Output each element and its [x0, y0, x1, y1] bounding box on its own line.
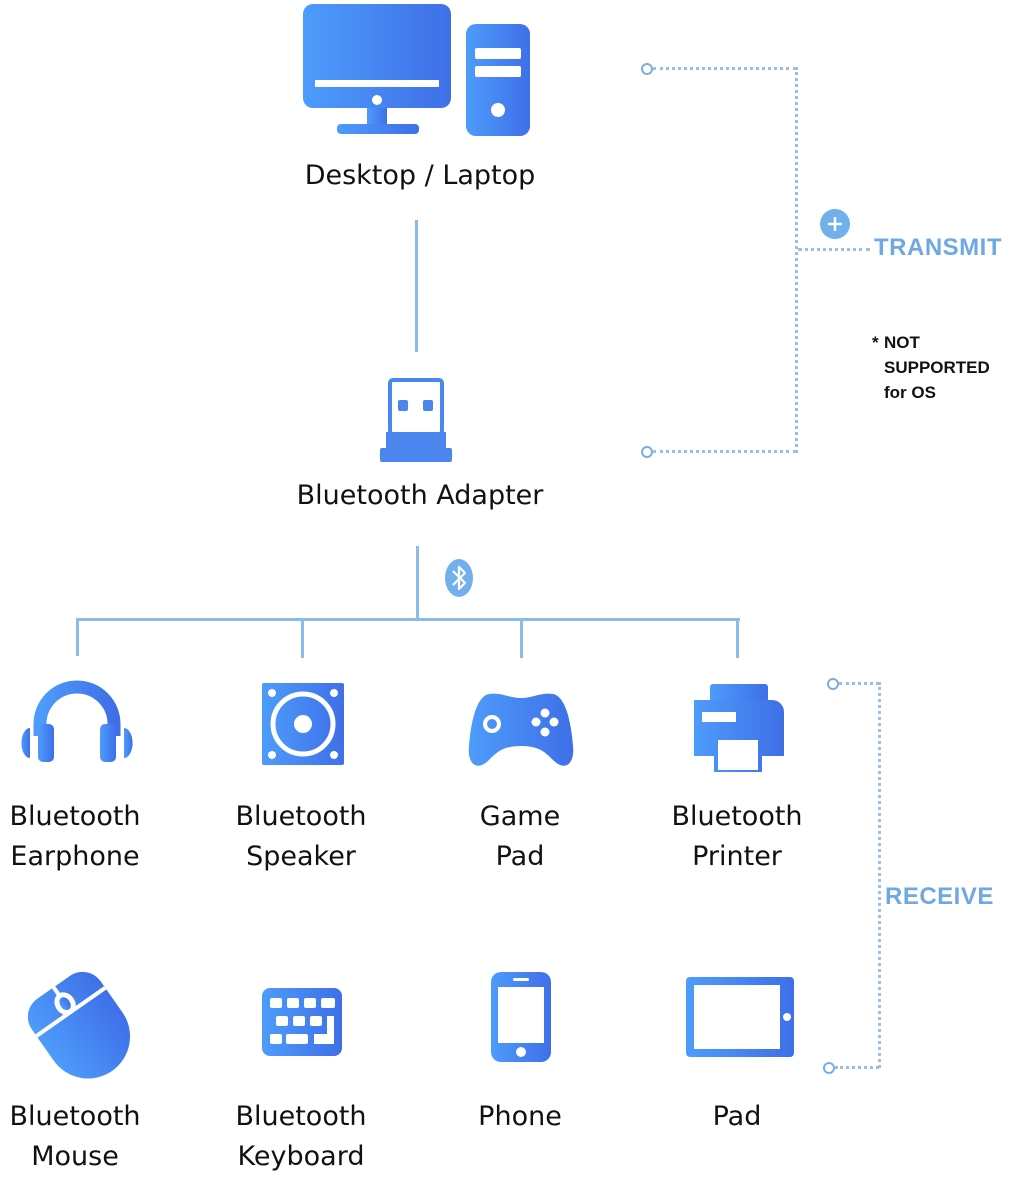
phone-icon	[491, 972, 551, 1062]
device-label-line1: Bluetooth	[671, 801, 803, 832]
connector-desktop-adapter	[415, 220, 418, 352]
device-label-line1: Game	[479, 801, 561, 832]
device-label-line2: Pad	[495, 841, 545, 872]
bracket-endpoint	[823, 1062, 835, 1074]
bracket-line	[878, 682, 881, 1068]
device-label-line2: Keyboard	[237, 1141, 365, 1172]
usb-bluetooth-adapter-icon	[380, 378, 452, 462]
not-supported-note: * NOT SUPPORTED for OS	[872, 330, 990, 405]
device-label-line1: Bluetooth	[235, 1101, 367, 1132]
bracket-endpoint	[641, 446, 653, 458]
device-label-line1: Pad	[712, 1101, 762, 1132]
mouse-icon	[27, 971, 131, 1079]
connector-adapter-down	[416, 546, 419, 620]
speaker-icon	[262, 683, 344, 765]
note-line: NOT	[884, 333, 920, 352]
transmit-label: TRANSMIT	[874, 234, 1002, 261]
bracket-endpoint	[641, 63, 653, 75]
desktop-label: Desktop / Laptop	[304, 160, 536, 191]
bluetooth-icon	[445, 559, 473, 597]
device-label-line2: Printer	[692, 841, 782, 872]
bracket-line	[839, 682, 879, 685]
device-label-line1: Bluetooth	[235, 801, 367, 832]
bracket-line	[835, 1066, 879, 1069]
receive-label: RECEIVE	[885, 883, 994, 910]
bracket-line	[653, 450, 796, 453]
device-label-line1: Phone	[478, 1101, 562, 1132]
device-label-line2: Speaker	[246, 841, 356, 872]
connector-branch-printer	[736, 618, 739, 658]
bracket-line	[798, 248, 870, 251]
tablet-icon	[686, 977, 794, 1057]
headphones-icon	[21, 680, 133, 762]
plus-circle-icon	[820, 209, 850, 239]
bracket-line	[795, 67, 798, 453]
bracket-endpoint	[827, 678, 839, 690]
note-marker: *	[872, 333, 879, 352]
gamepad-icon	[468, 693, 574, 766]
bracket-line	[653, 67, 796, 70]
device-label-line1: Bluetooth	[9, 1101, 141, 1132]
device-label-line1: Bluetooth	[9, 801, 141, 832]
keyboard-icon	[262, 988, 342, 1056]
connector-branch-gamepad	[520, 618, 523, 658]
printer-icon	[694, 684, 784, 772]
device-label-line2: Mouse	[31, 1141, 119, 1172]
connector-branch-earphone	[76, 618, 79, 656]
device-label-line2: Earphone	[10, 841, 140, 872]
connector-branch-speaker	[301, 618, 304, 658]
adapter-label: Bluetooth Adapter	[296, 480, 544, 511]
desktop-computer-icon	[303, 4, 530, 136]
note-line: SUPPORTED	[884, 358, 990, 377]
connector-branch-bar	[76, 618, 740, 621]
note-line: for OS	[884, 383, 936, 402]
